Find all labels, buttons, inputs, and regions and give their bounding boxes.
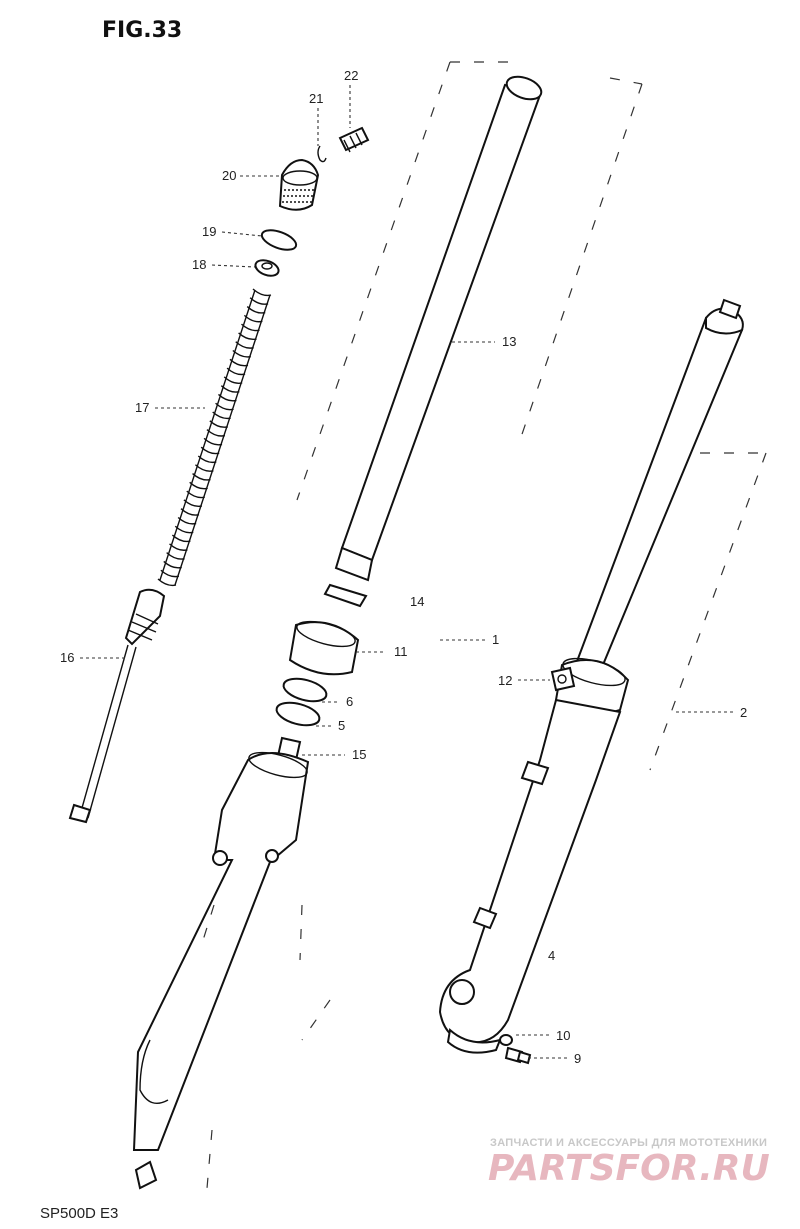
callout-labels: 22 21 20 19 18 17 16 13 14 1 11 6 5 15 1… xyxy=(60,68,747,1066)
part-1-outer-tube-left xyxy=(132,751,310,1190)
part-22-air-valve xyxy=(338,126,370,153)
callout-2: 2 xyxy=(740,705,747,720)
callout-21: 21 xyxy=(309,91,323,106)
part-2-fork-assembly-right xyxy=(438,298,744,1054)
part-11-slide-bushing xyxy=(288,620,360,676)
watermark: ЗАПЧАСТИ И АКСЕССУАРЫ ДЛЯ МОТОТЕХНИКИ PA… xyxy=(488,1137,770,1189)
part-14-oil-seal xyxy=(323,583,368,608)
watermark-tagline: ЗАПЧАСТИ И АКСЕССУАРЫ ДЛЯ МОТОТЕХНИКИ xyxy=(490,1137,767,1149)
callout-9: 9 xyxy=(574,1051,581,1066)
part-12-clamp-bolt xyxy=(550,666,576,692)
part-19-o-ring xyxy=(260,229,298,251)
part-13-inner-tube xyxy=(334,75,543,582)
figure-title: FIG.33 xyxy=(102,18,182,43)
watermark-logo: PARTSFOR.RU xyxy=(488,1148,770,1189)
assembly-guide-lines xyxy=(199,61,767,1201)
part-18-spacer xyxy=(254,259,280,277)
callout-18: 18 xyxy=(192,257,206,272)
part-5-washer xyxy=(275,701,321,727)
callout-4: 4 xyxy=(548,948,555,963)
part-10-gasket xyxy=(499,1034,513,1046)
callout-11: 11 xyxy=(394,644,408,659)
callout-leaders xyxy=(80,85,735,1059)
callout-5: 5 xyxy=(338,718,345,733)
part-6-seal xyxy=(282,677,328,703)
callout-20: 20 xyxy=(222,168,236,183)
callout-22: 22 xyxy=(344,68,358,83)
footer-model-code: SP500D E3 xyxy=(40,1205,118,1222)
callout-16: 16 xyxy=(60,650,74,665)
callout-19: 19 xyxy=(202,224,216,239)
part-16-damper-rod xyxy=(68,588,166,824)
callout-1: 1 xyxy=(492,632,499,647)
callout-15: 15 xyxy=(352,747,366,762)
callout-10: 10 xyxy=(556,1028,570,1043)
part-20-cap-bolt xyxy=(278,158,320,211)
part-9-drain-bolt xyxy=(504,1046,532,1065)
callout-17: 17 xyxy=(135,400,149,415)
part-17-fork-spring xyxy=(157,288,272,587)
callout-13: 13 xyxy=(502,334,516,349)
part-21-o-ring xyxy=(317,145,327,163)
callout-12: 12 xyxy=(498,673,512,688)
callout-14: 14 xyxy=(410,594,424,609)
callout-6: 6 xyxy=(346,694,353,709)
